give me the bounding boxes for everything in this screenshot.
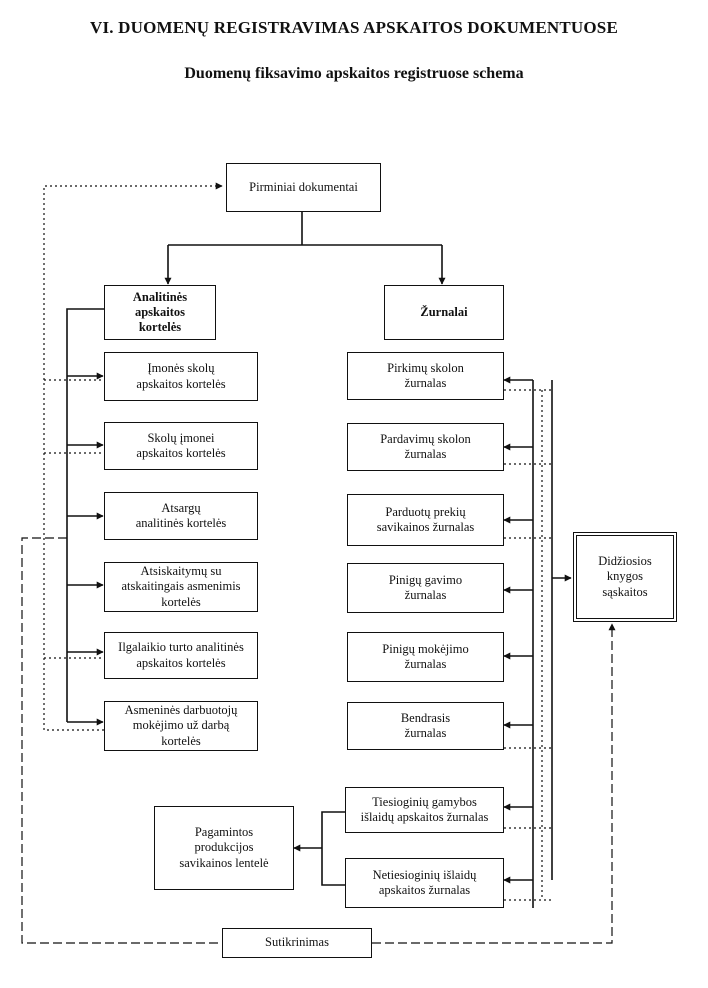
label-journal-7-line-1: Tiesioginių gamybos	[372, 794, 477, 809]
label-card-5-line-1: Ilgalaikio turto analitinės	[118, 640, 244, 655]
box-pirminiai-dokumentai: Pirminiai dokumentai	[226, 163, 381, 212]
label-journal-6-line-2: žurnalas	[404, 726, 447, 740]
label-analitines-line-3: kortelės	[138, 320, 182, 335]
label-didziosios-line-3: sąskaitos	[602, 584, 648, 599]
label-journal-5-line-2: žurnalas	[404, 657, 447, 671]
label-card-4-line-3: kortelės	[161, 594, 201, 609]
solid-connectors	[66, 212, 572, 908]
label-pagamintos-line-3: savikainos lentelė	[179, 855, 269, 870]
box-journal-4: Pinigų gavimo žurnalas	[347, 563, 504, 613]
label-card-6-line-1: Asmeninės darbuotojų	[124, 703, 238, 718]
dashed-reconciliation-right	[372, 623, 616, 944]
label-journal-3-line-2: savikainos žurnalas	[376, 520, 475, 534]
label-zurnalai: Žurnalai	[420, 304, 468, 319]
label-pagamintos-line-1: Pagamintos	[194, 825, 254, 840]
label-journal-8-line-1: Netiesioginių išlaidų	[372, 867, 477, 882]
label-journal-2-line-1: Pardavimų skolon	[380, 431, 471, 446]
label-card-6-line-2: mokėjimo už darbą	[132, 718, 230, 733]
box-card-4: Atsiskaitymų su atskaitingais asmenimis …	[104, 562, 258, 612]
label-card-4-line-1: Atsiskaitymų su	[140, 564, 222, 579]
box-journal-5: Pinigų mokėjimo žurnalas	[347, 632, 504, 682]
box-journal-2: Pardavimų skolon žurnalas	[347, 423, 504, 471]
dotted-feedback-pirminiai	[43, 182, 223, 731]
box-journal-1: Pirkimų skolon žurnalas	[347, 352, 504, 400]
box-card-6: Asmeninės darbuotojų mokėjimo už darbą k…	[104, 701, 258, 751]
box-didziosios-knygos: Didžiosios knygos sąskaitos	[573, 532, 677, 622]
box-journal-6: Bendrasis žurnalas	[347, 702, 504, 750]
box-journal-8: Netiesioginių išlaidų apskaitos žurnalas	[345, 858, 504, 908]
scheme-title: Duomenų fiksavimo apskaitos registruose …	[184, 65, 524, 82]
label-card-2-line-1: Skolų įmonei	[147, 430, 215, 445]
box-zurnalai: Žurnalai	[384, 285, 504, 340]
label-analitines-line-1: Analitinės	[132, 289, 188, 304]
label-card-2-line-2: apskaitos kortelės	[136, 446, 226, 460]
label-didziosios-line-2: knygos	[606, 569, 644, 584]
label-didziosios-line-1: Didžiosios	[598, 554, 652, 569]
box-journal-3: Parduotų prekių savikainos žurnalas	[347, 494, 504, 546]
label-journal-1-line-2: žurnalas	[404, 376, 447, 390]
box-card-1: Įmonės skolų apskaitos kortelės	[104, 352, 258, 401]
chapter-title: VI. DUOMENŲ REGISTRAVIMAS APSKAITOS DOKU…	[89, 18, 619, 37]
label-journal-8-line-2: apskaitos žurnalas	[378, 883, 471, 897]
label-card-3-line-1: Atsargų	[161, 500, 201, 515]
label-journal-4-line-1: Pinigų gavimo	[388, 572, 463, 587]
dotted-connectors	[43, 182, 552, 901]
label-journal-5-line-1: Pinigų mokėjimo	[382, 641, 469, 656]
label-card-3-line-2: analitinės kortelės	[135, 516, 227, 530]
label-journal-1-line-1: Pirkimų skolon	[387, 360, 464, 375]
box-card-3: Atsargų analitinės kortelės	[104, 492, 258, 540]
label-pirminiai-dokumentai: Pirminiai dokumentai	[249, 179, 358, 194]
label-card-6-line-3: kortelės	[161, 733, 201, 748]
label-journal-2-line-2: žurnalas	[404, 447, 447, 461]
box-analitines-kortles: Analitinės apskaitos kortelės	[104, 285, 216, 340]
label-sutikrinimas: Sutikrinimas	[265, 935, 329, 950]
label-analitines-line-2: apskaitos	[134, 304, 186, 319]
box-sutikrinimas: Sutikrinimas	[222, 928, 372, 958]
label-journal-3-line-1: Parduotų prekių	[385, 504, 466, 519]
label-card-5-line-2: apskaitos kortelės	[136, 655, 226, 670]
box-pagamintos-produkcijos: Pagamintos produkcijos savikainos lentel…	[154, 806, 294, 890]
box-card-2: Skolų įmonei apskaitos kortelės	[104, 422, 258, 470]
dashed-reconciliation-left	[21, 537, 222, 944]
label-pagamintos-line-2: produkcijos	[194, 840, 254, 855]
label-card-1-line-2: apskaitos kortelės	[136, 376, 226, 391]
production-feed	[321, 811, 345, 886]
box-card-5: Ilgalaikio turto analitinės apskaitos ko…	[104, 632, 258, 679]
dashed-connectors	[21, 537, 616, 944]
label-card-4-line-2: atskaitingais asmenimis	[121, 579, 241, 594]
box-journal-7: Tiesioginių gamybos išlaidų apskaitos žu…	[345, 787, 504, 833]
label-card-1-line-1: Įmonės skolų	[147, 361, 215, 376]
label-journal-6-line-1: Bendrasis	[400, 710, 451, 725]
connector-pirminiai-split	[168, 212, 442, 246]
label-journal-7-line-2: išlaidų apskaitos žurnalas	[360, 810, 489, 824]
label-journal-4-line-2: žurnalas	[404, 588, 447, 602]
